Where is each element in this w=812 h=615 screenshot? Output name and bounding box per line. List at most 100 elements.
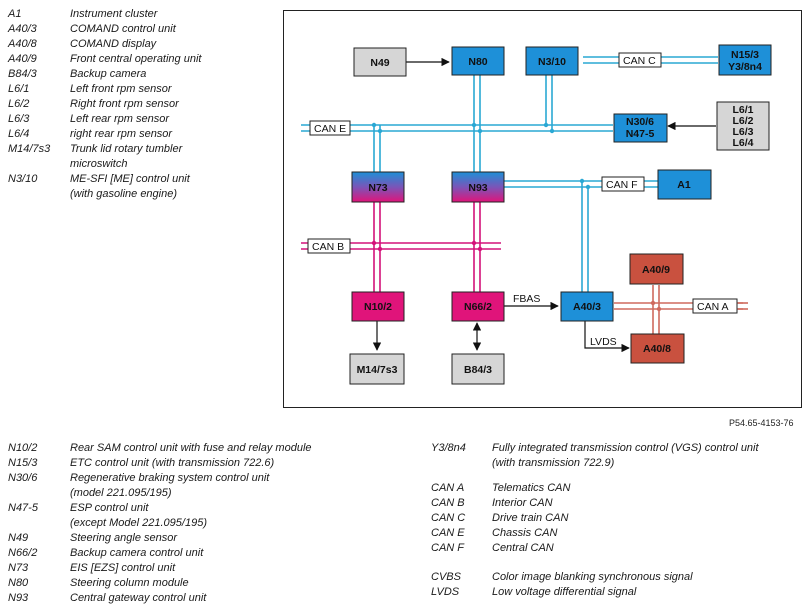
legend-desc-line: right rear rpm sensor	[70, 128, 173, 140]
svg-text:N10/2: N10/2	[364, 301, 392, 313]
legend-desc-line: ETC control unit (with transmission 722.…	[70, 457, 275, 469]
legend-desc-line: (model 221.095/195)	[70, 487, 172, 499]
node-b84-3: B84/3	[451, 353, 505, 385]
legend-desc-line: Color image blanking synchronous signal	[492, 571, 693, 583]
legend-row: N66/2 Backup camera control unit	[8, 546, 408, 561]
svg-text:CAN C: CAN C	[623, 55, 656, 67]
svg-text:N93: N93	[468, 182, 487, 194]
svg-text:A1: A1	[677, 179, 691, 191]
svg-text:CAN E: CAN E	[314, 123, 346, 135]
svg-text:L6/1: L6/1	[732, 104, 753, 116]
legend-code: CAN E	[431, 527, 465, 539]
legend-desc-line: Telematics CAN	[492, 482, 571, 494]
legend-desc-line: Left front rpm sensor	[70, 83, 172, 95]
legend-row: A40/8 COMAND display	[8, 37, 278, 52]
legend-desc-line: Chassis CAN	[492, 527, 558, 539]
svg-text:N30/6: N30/6	[626, 116, 654, 128]
legend-desc-line: Steering column module	[70, 577, 189, 589]
legend-row: N80 Steering column module	[8, 576, 408, 591]
legend-desc-line: Backup camera control unit	[70, 547, 204, 559]
legend-desc-line: Right front rpm sensor	[70, 98, 179, 110]
legend-code: A40/8	[8, 38, 37, 50]
legend-desc: COMAND control unit	[70, 22, 278, 37]
legend-code: N93	[8, 592, 29, 604]
svg-text:A40/8: A40/8	[643, 343, 671, 355]
legend-code: B84/3	[8, 68, 37, 80]
fbas-label: FBAS	[513, 293, 540, 305]
legend-desc: Central gateway control unit	[70, 591, 408, 606]
legend-code: N15/3	[8, 457, 38, 469]
legend-desc: Chassis CAN	[492, 526, 806, 541]
svg-text:CAN A: CAN A	[697, 301, 729, 313]
node-m14-7s3: M14/7s3	[349, 353, 405, 385]
legend-desc-line: microswitch	[70, 158, 128, 170]
legend-desc: Regenerative braking system control unit…	[70, 471, 408, 501]
svg-text:M14/7s3: M14/7s3	[357, 364, 398, 376]
legend-code: A1	[8, 8, 22, 20]
svg-text:A40/9: A40/9	[642, 264, 670, 276]
legend-spacer	[431, 556, 806, 570]
legend-code: N3/10	[8, 173, 38, 185]
network-diagram: FBAS LVDS CAN E CAN C CAN F CAN B CAN A …	[283, 10, 802, 408]
legend-row: N93 Central gateway control unit	[8, 591, 408, 606]
legend-row: A1 Instrument cluster	[8, 7, 278, 22]
legend-desc: Steering column module	[70, 576, 408, 591]
svg-text:L6/4: L6/4	[732, 137, 753, 149]
legend-code: Y3/8n4	[431, 442, 466, 454]
legend-desc: Instrument cluster	[70, 7, 278, 22]
legend-spacer	[431, 471, 806, 481]
can-c-tag: CAN C	[618, 52, 662, 68]
legend-desc-line: Central gateway control unit	[70, 592, 207, 604]
legend-desc: ESP control unit(except Model 221.095/19…	[70, 501, 408, 531]
legend-desc-line: (except Model 221.095/195)	[70, 517, 207, 529]
legend-code: N66/2	[8, 547, 38, 559]
can-a-tag: CAN A	[692, 298, 738, 314]
legend-desc-line: Instrument cluster	[70, 8, 158, 20]
legend-desc-line: Regenerative braking system control unit	[70, 472, 270, 484]
legend-desc: Low voltage differential signal	[492, 585, 806, 600]
legend-row: CAN C Drive train CAN	[431, 511, 806, 526]
legend-code: N47-5	[8, 502, 38, 514]
node-a40-3: A40/3	[560, 291, 614, 322]
legend-code: CAN C	[431, 512, 466, 524]
node-n10-2: N10/2	[351, 291, 405, 322]
legend-desc-line: Fully integrated transmission control (V…	[492, 442, 759, 454]
node-n66-2: N66/2	[451, 291, 505, 322]
can-f-tag: CAN F	[601, 176, 645, 192]
figure-reference: P54.65-4153-76	[729, 418, 794, 428]
node-l6-sensors: L6/1 L6/2 L6/3 L6/4	[716, 101, 770, 151]
legend-desc-line: Drive train CAN	[492, 512, 569, 524]
legend-code: N49	[8, 532, 29, 544]
node-n3-10: N3/10	[525, 46, 579, 76]
legend-desc: Interior CAN	[492, 496, 806, 511]
legend-desc-line: COMAND control unit	[70, 23, 176, 35]
legend-desc-line: (with gasoline engine)	[70, 188, 178, 200]
legend-code: A40/3	[8, 23, 37, 35]
legend-code: N80	[8, 577, 29, 589]
legend-row: Y3/8n4 Fully integrated transmission cont…	[431, 441, 806, 471]
svg-text:N15/3: N15/3	[731, 49, 759, 61]
node-a40-8: A40/8	[630, 333, 685, 364]
legend-desc: Left rear rpm sensor	[70, 112, 278, 127]
svg-text:A40/3: A40/3	[573, 301, 601, 313]
legend-desc: Drive train CAN	[492, 511, 806, 526]
svg-text:N49: N49	[370, 57, 389, 69]
legend-code: L6/1	[8, 83, 30, 95]
svg-text:CAN B: CAN B	[312, 241, 344, 253]
legend-code: N73	[8, 562, 29, 574]
legend-desc-line: COMAND display	[70, 38, 157, 50]
legend-row: N47-5 ESP control unit(except Model 221.0…	[8, 501, 408, 531]
